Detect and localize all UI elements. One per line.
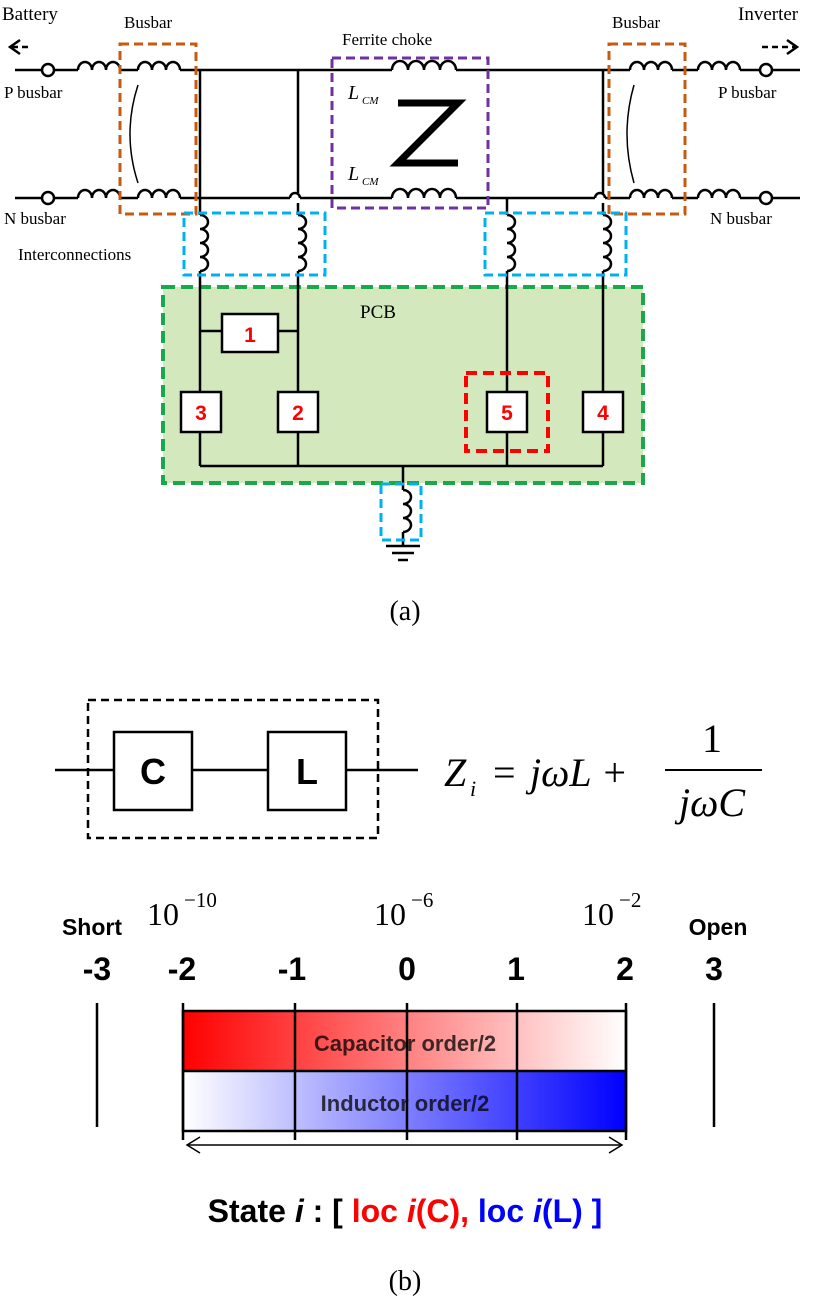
scale-ticks: -3 -2 -1 0 1 2 3 xyxy=(83,951,723,987)
caption-b: (b) xyxy=(389,1266,422,1297)
pcb-board xyxy=(161,285,645,485)
interconnect-box-ground xyxy=(379,482,423,542)
inverter-label: Inverter xyxy=(738,4,799,25)
component-2-box xyxy=(276,390,320,434)
busbar-box-left xyxy=(118,42,198,216)
busbar-box-right xyxy=(607,42,687,216)
state-prefix: State xyxy=(208,1193,295,1229)
lc-dashed-box xyxy=(86,698,380,840)
inverter-arrow xyxy=(762,38,800,56)
ferrite-choke-label: Ferrite choke xyxy=(342,30,432,49)
component-4-label: 4 xyxy=(597,402,609,425)
component-5-label: 5 xyxy=(501,402,513,425)
inductor-bar xyxy=(183,1071,626,1131)
tick-label-3: 3 xyxy=(705,951,723,987)
interconnections-label: Interconnections xyxy=(18,245,131,264)
tick-label-2: 2 xyxy=(616,951,634,987)
formula-numerator: 1 xyxy=(702,716,722,761)
component-3-box xyxy=(179,390,223,434)
lcm-bottom-sub: CM xyxy=(362,176,379,188)
component-5-box xyxy=(485,390,529,434)
lcm-top-label: L xyxy=(347,82,359,104)
exp-base-1: 10 xyxy=(147,896,179,932)
exp-power-3: −2 xyxy=(619,888,641,912)
impedance-model: C L Z i = jωL + 1 jωC Short Open 10 −10 … xyxy=(55,698,762,1297)
lcm-top-sub: CM xyxy=(362,95,379,107)
short-label: Short xyxy=(62,914,122,940)
impedance-formula: Z i = jωL + 1 jωC xyxy=(444,716,762,825)
p-busbar-left-label: P busbar xyxy=(4,83,63,102)
exp-power-2: −6 xyxy=(411,888,433,912)
formula-lhs-sub: i xyxy=(470,776,476,801)
capacitor-bar-label: Capacitor order/2 xyxy=(314,1031,496,1056)
component-2-label: 2 xyxy=(292,402,304,425)
component-5-highlight xyxy=(464,371,550,453)
exp-base-2: 10 xyxy=(374,896,406,932)
n-busbar-left-label: N busbar xyxy=(4,209,66,228)
bar-grid xyxy=(95,1003,716,1140)
component-4-box xyxy=(581,390,625,434)
state-close: ] xyxy=(583,1193,603,1229)
range-arrow xyxy=(185,1136,624,1154)
formula-denominator: jωC xyxy=(674,780,746,825)
tick-label-1: 1 xyxy=(507,951,525,987)
ferrite-choke-box xyxy=(330,56,490,210)
formula-lhs: Z xyxy=(444,750,467,795)
capacitor-bar xyxy=(183,1011,626,1071)
state-loc-c-post: (C), xyxy=(416,1193,469,1229)
component-3-label: 3 xyxy=(195,402,207,425)
battery-arrow xyxy=(7,38,30,56)
pcb-label: PCB xyxy=(360,302,396,323)
busbar-right-label: Busbar xyxy=(612,13,661,32)
capacitor-box-label: C xyxy=(140,751,166,792)
state-loc-c-i: i xyxy=(407,1193,417,1229)
capacitor-box xyxy=(112,730,194,812)
interconnect-box-right xyxy=(483,211,628,277)
exp-power-1: −10 xyxy=(184,888,217,912)
state-i: i xyxy=(295,1193,305,1229)
component-1-label: 1 xyxy=(244,324,256,347)
state-colon: : [ xyxy=(304,1193,352,1229)
exp-base-3: 10 xyxy=(582,896,614,932)
busbar-left-label: Busbar xyxy=(124,13,173,32)
busbar-coupling-right xyxy=(626,84,635,184)
inductor-bar-label: Inductor order/2 xyxy=(321,1091,490,1116)
tick-label-neg3: -3 xyxy=(83,951,111,987)
state-definition: State i : [ loc i(C), loc i(L) ] xyxy=(208,1193,603,1229)
inductor-box-label: L xyxy=(296,751,318,792)
state-loc-l-i: i xyxy=(533,1193,543,1229)
interconnect-box-left xyxy=(182,211,327,277)
tick-label-0: 0 xyxy=(398,951,416,987)
lcm-bottom-label: L xyxy=(347,163,359,185)
state-loc-c-pre: loc xyxy=(352,1193,407,1229)
state-loc-l-post: (L) xyxy=(542,1193,583,1229)
inductor-box xyxy=(266,730,348,812)
circuit-diagram: Battery Inverter xyxy=(2,4,800,627)
formula-equals: = xyxy=(493,750,516,795)
caption-a: (a) xyxy=(389,596,420,627)
open-label: Open xyxy=(689,914,748,940)
n-rail xyxy=(15,187,800,206)
choke-coupling-symbol xyxy=(389,99,467,167)
n-busbar-right-label: N busbar xyxy=(710,209,772,228)
component-1-box xyxy=(220,312,280,354)
tick-label-neg2: -2 xyxy=(168,951,196,987)
battery-label: Battery xyxy=(2,4,58,25)
tick-label-neg1: -1 xyxy=(278,951,306,987)
busbar-coupling-left xyxy=(129,84,139,184)
p-rail xyxy=(15,59,800,78)
formula-term1: jωL + xyxy=(525,750,628,795)
p-busbar-right-label: P busbar xyxy=(718,83,777,102)
state-loc-l-pre: loc xyxy=(469,1193,533,1229)
exponent-labels: 10 −10 10 −6 10 −2 xyxy=(147,888,641,932)
